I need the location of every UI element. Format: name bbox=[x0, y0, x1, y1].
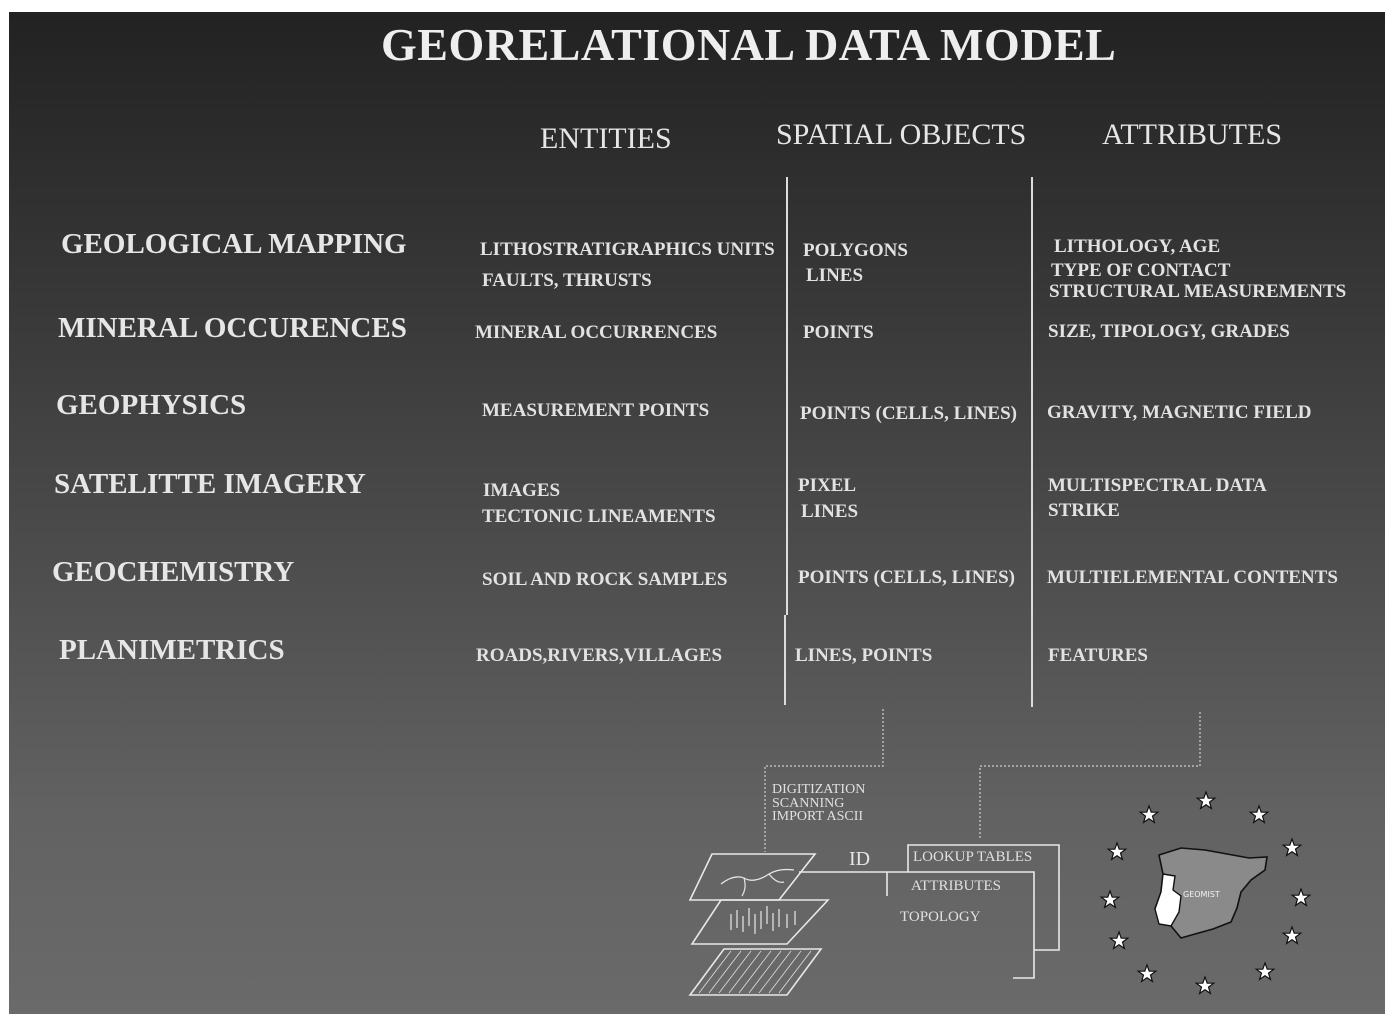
row-attribute: LITHOLOGY, AGE bbox=[1054, 236, 1221, 257]
star-ring bbox=[1099, 790, 1312, 995]
row-domain-planimetrics: PLANIMETRICS bbox=[59, 634, 285, 666]
row-domain-geological-mapping: GEOLOGICAL MAPPING bbox=[61, 228, 407, 260]
star-icon bbox=[1254, 961, 1276, 981]
input-method: DIGITIZATION bbox=[772, 782, 866, 797]
id-label: ID bbox=[849, 848, 871, 870]
row-entity: ROADS,RIVERS,VILLAGES bbox=[476, 645, 723, 666]
diagram-title: GEORELATIONAL DATA MODEL bbox=[381, 19, 1117, 70]
map-layers-icon bbox=[688, 853, 830, 996]
row-domain-geophysics: GEOPHYSICS bbox=[56, 389, 247, 421]
row-attribute: MULTIELEMENTAL CONTENTS bbox=[1047, 567, 1338, 588]
column-header-entities: ENTITIES bbox=[540, 122, 672, 155]
row-attribute: GRAVITY, MAGNETIC FIELD bbox=[1047, 402, 1312, 423]
row-entity: SOIL AND ROCK SAMPLES bbox=[482, 569, 728, 590]
row-spatial: LINES, POINTS bbox=[795, 645, 933, 666]
row-entity: MEASUREMENT POINTS bbox=[482, 400, 710, 421]
star-icon bbox=[1099, 889, 1121, 909]
raster-hatching bbox=[698, 950, 812, 994]
star-icon bbox=[1290, 887, 1312, 907]
row-attribute: STRUCTURAL MEASUREMENTS bbox=[1049, 281, 1347, 302]
star-icon bbox=[1281, 925, 1303, 945]
input-method: IMPORT ASCII bbox=[772, 809, 864, 824]
map-layer-middle bbox=[690, 899, 830, 945]
row-spatial: LINES bbox=[801, 501, 859, 522]
row-attribute: FEATURES bbox=[1048, 645, 1148, 666]
star-icon bbox=[1194, 975, 1216, 995]
table-label-attributes: ATTRIBUTES bbox=[911, 878, 1001, 894]
row-domain-mineral-occurences: MINERAL OCCURENCES bbox=[58, 312, 407, 344]
row-attribute: SIZE, TIPOLOGY, GRADES bbox=[1048, 321, 1290, 342]
column-header-spatial-objects: SPATIAL OBJECTS bbox=[776, 118, 1027, 151]
table-label-lookup: LOOKUP TABLES bbox=[913, 849, 1033, 865]
table-label-topology: TOPOLOGY bbox=[900, 909, 981, 925]
row-entity: IMAGES bbox=[483, 480, 561, 501]
star-icon bbox=[1136, 963, 1158, 983]
row-spatial: LINES bbox=[806, 265, 864, 286]
table-stack bbox=[907, 844, 1060, 979]
row-spatial: POLYGONS bbox=[803, 240, 908, 261]
row-attribute: TYPE OF CONTACT bbox=[1051, 260, 1231, 281]
row-spatial: PIXEL bbox=[798, 475, 857, 496]
schematic-diagram bbox=[688, 709, 1201, 996]
row-spatial: POINTS (CELLS, LINES) bbox=[800, 403, 1017, 424]
row-entity: TECTONIC LINEAMENTS bbox=[482, 506, 716, 527]
column-header-attributes: ATTRIBUTES bbox=[1102, 118, 1282, 151]
row-attribute: STRIKE bbox=[1048, 500, 1120, 521]
connector-lines bbox=[764, 709, 1201, 852]
column-divider-spatial-lower bbox=[784, 615, 786, 705]
row-entity: FAULTS, THRUSTS bbox=[482, 270, 652, 291]
id-link bbox=[799, 871, 908, 896]
column-divider-attributes bbox=[1031, 177, 1033, 707]
geomist-logo bbox=[1099, 790, 1312, 995]
river-lines bbox=[720, 868, 795, 897]
star-icon bbox=[1106, 841, 1128, 861]
star-icon bbox=[1281, 837, 1303, 857]
row-attribute: MULTISPECTRAL DATA bbox=[1048, 475, 1267, 496]
row-domain-geochemistry: GEOCHEMISTRY bbox=[52, 556, 295, 588]
portugal-map-icon bbox=[1154, 873, 1182, 927]
row-spatial: POINTS bbox=[803, 322, 874, 343]
slide: GEORELATIONAL DATA MODEL ENTITIES SPATIA… bbox=[9, 12, 1385, 1014]
row-domain-satelitte-imagery: SATELITTE IMAGERY bbox=[54, 468, 366, 500]
row-spatial: POINTS (CELLS, LINES) bbox=[798, 567, 1015, 588]
row-entity: MINERAL OCCURRENCES bbox=[475, 322, 718, 343]
row-entity: LITHOSTRATIGRAPHICS UNITS bbox=[480, 239, 775, 260]
logo-text: GEOMIST bbox=[1183, 890, 1220, 899]
star-icon bbox=[1138, 804, 1160, 824]
star-icon bbox=[1248, 804, 1270, 824]
star-icon bbox=[1108, 930, 1130, 950]
column-divider-spatial bbox=[786, 177, 788, 615]
input-method: SCANNING bbox=[772, 796, 845, 811]
table-attributes-outline bbox=[908, 871, 1035, 979]
star-icon bbox=[1195, 790, 1217, 810]
table-lookup-outline bbox=[907, 844, 1060, 951]
map-layer-bottom bbox=[688, 948, 823, 996]
sample-points bbox=[730, 906, 796, 934]
